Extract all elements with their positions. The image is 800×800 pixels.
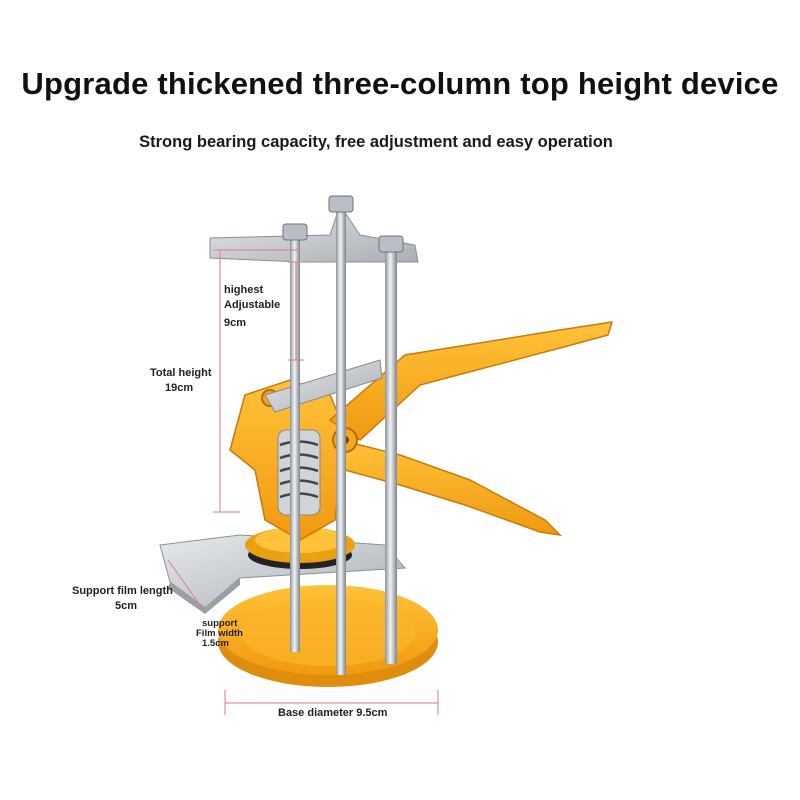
- total-height-label-line1: Total height: [150, 367, 212, 379]
- film-length-label-line1: Support film length: [72, 585, 173, 597]
- film-width-label-line3: 1.5cm: [202, 638, 229, 649]
- dimension-lines: [167, 249, 439, 715]
- film-width-label-line1: support: [202, 618, 238, 629]
- adjustable-label-line1: highest: [224, 284, 264, 296]
- adjustable-label-line2: Adjustable: [224, 299, 281, 311]
- base-disc: [218, 585, 438, 687]
- column-nuts: [282, 195, 404, 253]
- film-width-label-line2: Film width: [196, 628, 243, 639]
- film-length-label-line2: 5cm: [115, 600, 138, 612]
- total-height-label-line2: 19cm: [165, 382, 194, 394]
- page-subtitle: Strong bearing capacity, free adjustment…: [139, 133, 613, 151]
- page-title: Upgrade thickened three-column top heigh…: [21, 66, 779, 101]
- base-diameter-label: Base diameter 9.5cm: [278, 707, 388, 719]
- column-rods: [290, 205, 397, 675]
- top-plate: [209, 203, 419, 263]
- adjustable-label-line3: 9cm: [224, 317, 247, 329]
